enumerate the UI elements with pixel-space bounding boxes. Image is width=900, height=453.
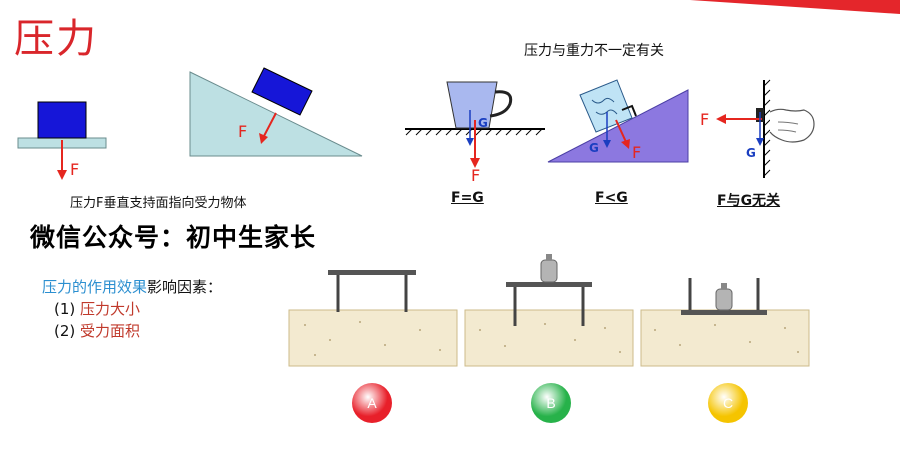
blue-block-incline (251, 67, 313, 116)
cup-body (446, 81, 498, 129)
force-arrowhead (57, 170, 67, 180)
force-arrowhead-incline2 (621, 139, 630, 149)
force-arrowhead-cup (470, 158, 480, 168)
label-f-lt-g: F<G (595, 190, 628, 206)
force-arrow-incline (263, 112, 277, 137)
block-on-horizontal-surface (17, 101, 107, 180)
weight-knob-c (721, 283, 727, 289)
gravity-arrowhead-cup (466, 138, 474, 146)
glass-cup (579, 79, 633, 133)
table-top-a (328, 270, 416, 275)
page-title: 压力 (14, 16, 98, 62)
blue-block (37, 101, 87, 139)
hand-outline (769, 108, 815, 143)
factors-intro: 压力的作用效果影响因素： (42, 276, 222, 298)
cup-on-table (405, 81, 545, 168)
label-g-cup: G (478, 116, 488, 130)
table-top-b (506, 282, 592, 287)
hatch-marks (405, 128, 543, 136)
force-arrowhead-incline (259, 133, 268, 144)
sand-dots-c (654, 324, 799, 353)
factors-intro-colored: 压力的作用效果 (42, 278, 148, 296)
factor-text-1: 压力大小 (80, 300, 141, 318)
sand-dots-a (304, 321, 441, 356)
hand-press-wall (716, 79, 815, 178)
factor-item-1: (1) 压力大小 (42, 298, 222, 320)
factors-intro-tail: 影响因素： (147, 278, 223, 296)
label-g-incline: G (589, 141, 599, 155)
circle-c[interactable]: C (708, 383, 748, 423)
sand-experiment-b (464, 254, 634, 367)
sand-experiment-c (640, 278, 810, 367)
wechat-watermark: 微信公众号：初中生家长 (30, 223, 317, 252)
label-g-wall: G (746, 146, 756, 160)
decorative-stripe (690, 0, 900, 14)
weight-c (715, 288, 733, 311)
cup-handle-incline (621, 104, 637, 117)
sand-dots-b (479, 323, 621, 353)
weight-knob-b (546, 254, 552, 260)
circle-b[interactable]: B (531, 383, 571, 423)
sand-tray-b (464, 309, 634, 367)
cup-on-incline (547, 79, 689, 163)
gravity-arrowhead-incline (603, 140, 611, 148)
sand-tray-c (640, 309, 810, 367)
label-f-1: F (70, 160, 80, 179)
circle-a[interactable]: A (352, 383, 392, 423)
label-f-indep-g: F与G无关 (717, 193, 781, 209)
wall-hatch (763, 79, 771, 177)
force-arrowhead-left (716, 114, 726, 124)
force-arrow-incline2 (615, 119, 627, 143)
label-f-incline: F (632, 143, 642, 162)
water-ripples (591, 97, 618, 115)
label-f-wall: F (700, 110, 710, 129)
caption-left: 压力F垂直支持面指向受力物体 (70, 196, 247, 211)
factor-num-2: (2) (54, 322, 76, 340)
label-f-cup: F (471, 166, 481, 185)
weight-b (540, 259, 558, 283)
finger-lines (777, 121, 799, 133)
block-on-incline (189, 67, 363, 157)
factors-block: 压力的作用效果影响因素： (1) 压力大小 (2) 受力面积 (42, 276, 222, 342)
sand-experiment-a (288, 270, 458, 367)
header-note: 压力与重力不一定有关 (524, 43, 664, 59)
label-f-eq-g: F=G (451, 190, 484, 206)
gravity-arrowhead-wall (756, 138, 764, 146)
cup-handle (489, 90, 513, 118)
table-top-c (681, 310, 767, 315)
factor-text-2: 受力面积 (80, 322, 141, 340)
sand-tray-a (288, 309, 458, 367)
factor-item-2: (2) 受力面积 (42, 320, 222, 342)
factor-num-1: (1) (54, 300, 76, 318)
label-f-2: F (238, 122, 248, 141)
